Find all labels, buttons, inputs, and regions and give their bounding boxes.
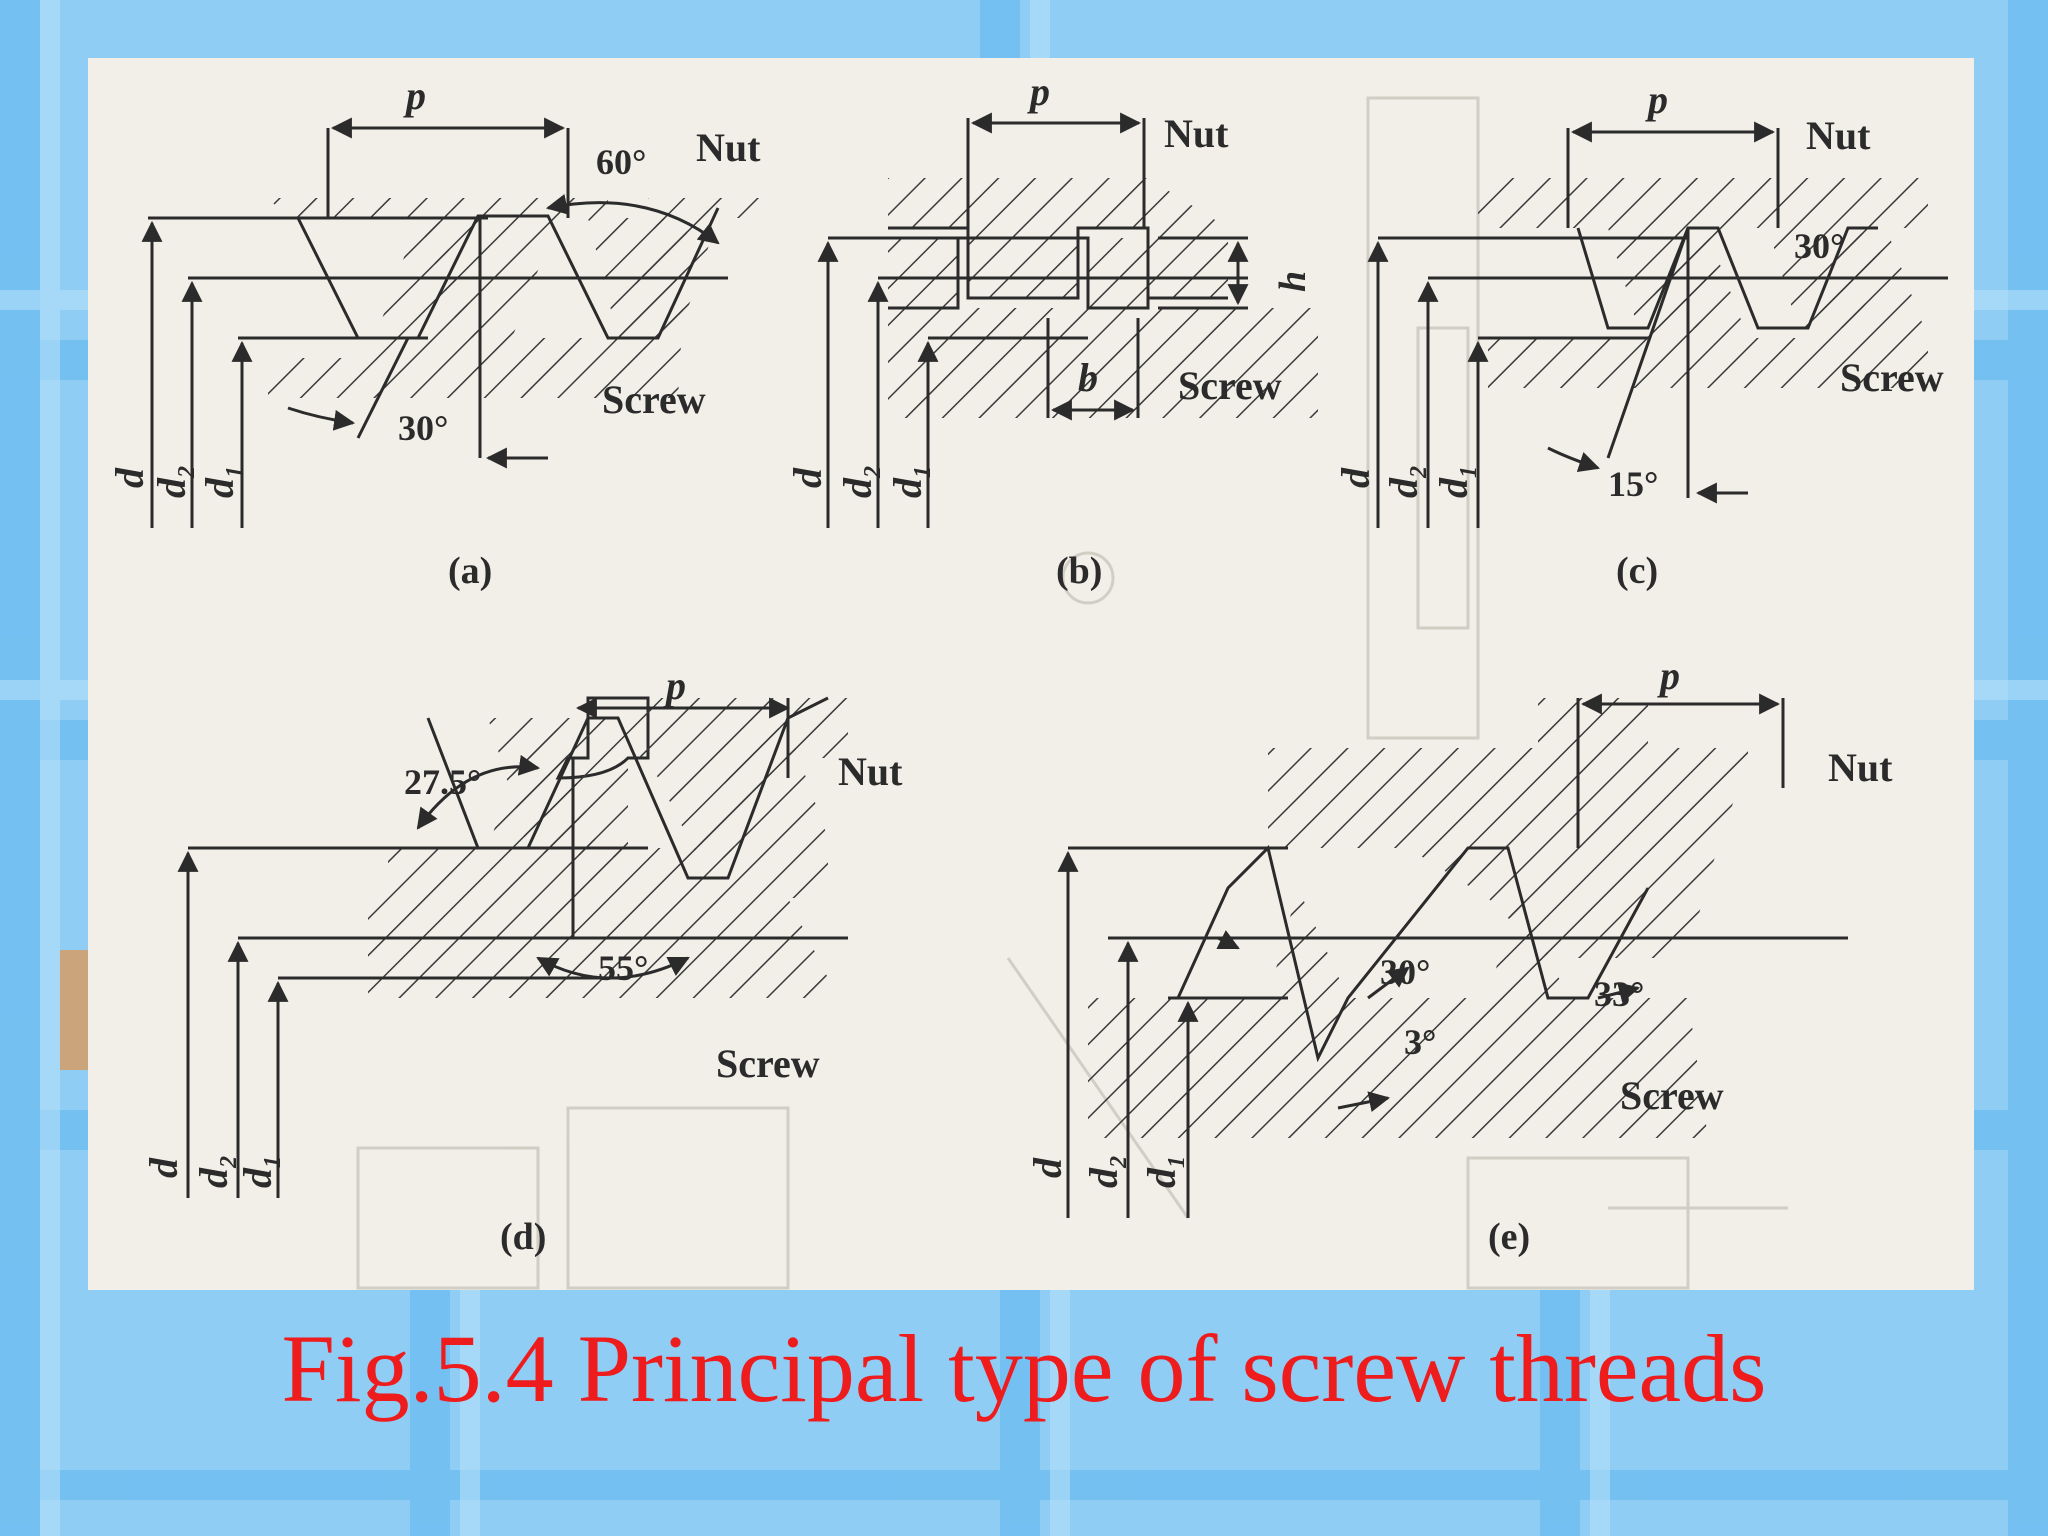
- d-nut-label: Nut: [838, 749, 903, 794]
- c-d2-label: d2: [1381, 466, 1432, 498]
- e-angle-33-label: 33°: [1594, 974, 1645, 1014]
- b-nut-label: Nut: [1164, 111, 1229, 156]
- b-d1-label: d1: [885, 466, 936, 498]
- a-nut-label: Nut: [696, 125, 761, 170]
- c-angle-15-label: 15°: [1608, 464, 1659, 504]
- e-pitch-label: p: [1660, 653, 1680, 698]
- e-angle-3-label: 3°: [1404, 1022, 1437, 1062]
- d-d-label: d: [141, 1158, 186, 1178]
- c-d-label: d: [1333, 468, 1378, 488]
- d-angle-27-label: 27.5°: [404, 762, 482, 802]
- a-pitch-label: p: [406, 73, 426, 118]
- c-pitch-label: p: [1648, 77, 1668, 122]
- a-d1-label: d1: [197, 466, 248, 498]
- b-height-label: h: [1272, 270, 1314, 292]
- e-panel-id: (e): [1488, 1216, 1531, 1258]
- e-d-label: d: [1025, 1158, 1070, 1178]
- b-panel-id: (b): [1056, 550, 1103, 592]
- c-panel-id: (c): [1616, 550, 1659, 592]
- b-d2-label: d2: [835, 466, 886, 498]
- d-d2-label: d2: [191, 1156, 242, 1188]
- thread-d: [177, 696, 848, 1198]
- thread-b: [817, 112, 1318, 528]
- c-screw-label: Screw: [1840, 355, 1944, 400]
- b-screw-label: Screw: [1178, 363, 1282, 408]
- d-pitch-label: p: [666, 663, 686, 708]
- figure-caption: Fig.5.4 Principal type of screw threads: [281, 1315, 1767, 1422]
- a-d-label: d: [107, 468, 152, 488]
- e-nut-label: Nut: [1828, 745, 1893, 790]
- d-screw-label: Screw: [716, 1041, 820, 1086]
- thread-c: [1367, 121, 1948, 528]
- e-screw-label: Screw: [1620, 1073, 1724, 1118]
- thread-diagrams: [141, 96, 1948, 1290]
- d-d1-label: d1: [235, 1156, 286, 1188]
- c-nut-label: Nut: [1806, 113, 1871, 158]
- d-angle-55-label: 55°: [598, 948, 649, 988]
- thread-a: [141, 117, 768, 528]
- b-d-label: d: [785, 468, 830, 488]
- d-panel-id: (d): [500, 1216, 547, 1258]
- thread-e: [1057, 693, 1848, 1218]
- e-d1-label: d1: [1139, 1156, 1190, 1188]
- a-angle-60-label: 60°: [596, 142, 647, 182]
- c-angle-30-label: 30°: [1794, 226, 1845, 266]
- diagram-panel: p 60° Nut Screw 30° (a) d d2 d1 p Nut h …: [88, 58, 1974, 1290]
- c-d1-label: d1: [1431, 466, 1482, 498]
- a-panel-id: (a): [448, 550, 493, 592]
- b-pitch-label: p: [1030, 69, 1050, 114]
- b-width-label: b: [1078, 355, 1098, 400]
- a-d2-label: d2: [149, 466, 200, 498]
- a-screw-label: Screw: [602, 377, 706, 422]
- e-d2-label: d2: [1081, 1156, 1132, 1188]
- a-angle-30-label: 30°: [398, 408, 449, 448]
- e-angle-30-label: 30°: [1380, 952, 1431, 992]
